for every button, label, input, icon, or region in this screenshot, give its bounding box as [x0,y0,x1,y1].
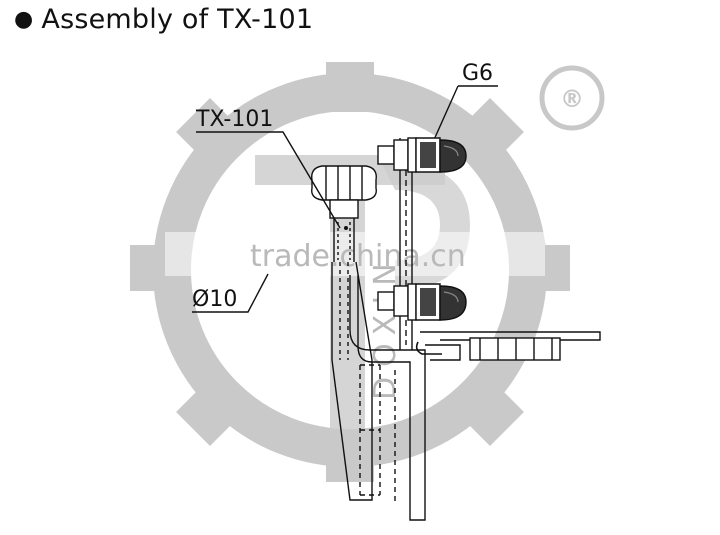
watermark-band [165,232,545,276]
label-tx101: TX-101 [195,107,273,132]
registered-circle [539,65,605,131]
watermark-letter-p [380,160,470,290]
g6-clamp-lower [377,283,467,321]
vertical-post [331,261,373,501]
threaded-shaft [333,218,355,262]
title-text: Assembly of TX-101 [41,4,314,35]
bracket-plate [349,275,426,521]
star-knob [311,165,377,219]
leader-tx101 [196,131,341,229]
gear-ring [153,73,547,467]
strip-foot-connector [344,226,442,355]
base-plate [420,331,601,361]
label-diameter: Ø10 [192,287,237,312]
label-g6: G6 [462,61,493,86]
leader-dot [344,226,348,230]
leader-g6 [432,85,498,143]
leader-diameter [192,273,269,313]
watermark-site-text: trade.china.cn [250,239,466,274]
g6-clamp-upper [377,137,467,173]
registered-icon: ® [560,85,584,113]
watermark-brand-text: DOXIN [368,253,403,400]
assembly-lines [192,85,601,521]
page-title: ● Assembly of TX-101 [14,4,313,35]
bullet-icon: ● [14,7,34,32]
